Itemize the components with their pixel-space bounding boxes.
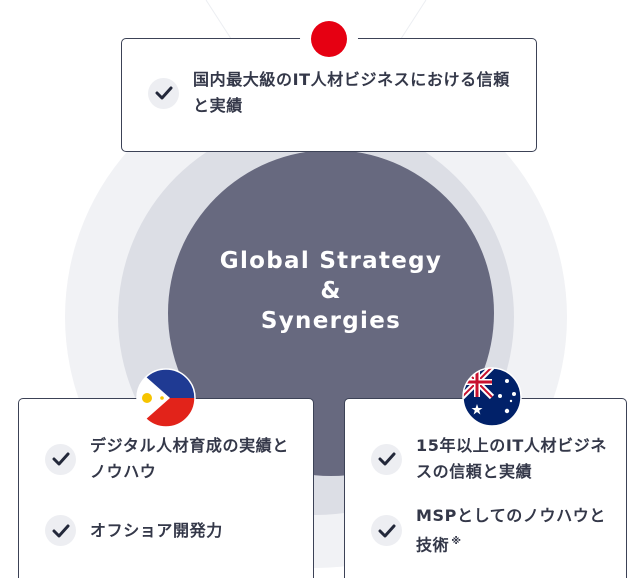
australia-item-2: MSPとしてのノウハウと技術※ — [371, 503, 606, 558]
center-title: Global Strategy & Synergies — [168, 246, 494, 336]
australia-item-1-text: 15年以上のIT人材ビジネスの信頼と実績 — [416, 436, 607, 481]
center-title-line2: & — [320, 278, 342, 304]
philippines-item-2: オフショア開発力 — [45, 515, 223, 546]
philippines-item-2-text: オフショア開発力 — [90, 520, 223, 540]
check-icon — [45, 515, 76, 546]
check-icon — [371, 515, 402, 547]
center-title-line1: Global Strategy — [219, 248, 443, 274]
philippines-card: デジタル人材育成の実績とノウハウ オフショア開発力 — [18, 398, 314, 578]
footnote-mark: ※ — [451, 536, 462, 547]
japan-flag-icon — [300, 10, 358, 68]
australia-item-2-label: MSPとしてのノウハウと技術 — [416, 506, 606, 555]
philippines-item-1-text: デジタル人材育成の実績とノウハウ — [90, 436, 289, 481]
check-icon — [148, 77, 179, 109]
australia-item-1: 15年以上のIT人材ビジネスの信頼と実績 — [371, 433, 614, 485]
australia-flag-icon — [462, 367, 522, 427]
japan-item-text: 国内最大級のIT人材ビジネスにおける信頼と実績 — [193, 70, 510, 115]
philippines-item-1: デジタル人材育成の実績とノウハウ — [45, 433, 290, 485]
center-title-line3: Synergies — [260, 308, 402, 334]
japan-item: 国内最大級のIT人材ビジネスにおける信頼と実績 — [148, 67, 518, 119]
australia-item-2-text: MSPとしてのノウハウと技術※ — [416, 503, 606, 558]
check-icon — [371, 443, 402, 475]
philippines-flag-icon — [136, 368, 196, 428]
check-icon — [45, 443, 76, 475]
australia-card: 15年以上のIT人材ビジネスの信頼と実績 MSPとしてのノウハウと技術※ — [344, 398, 627, 578]
